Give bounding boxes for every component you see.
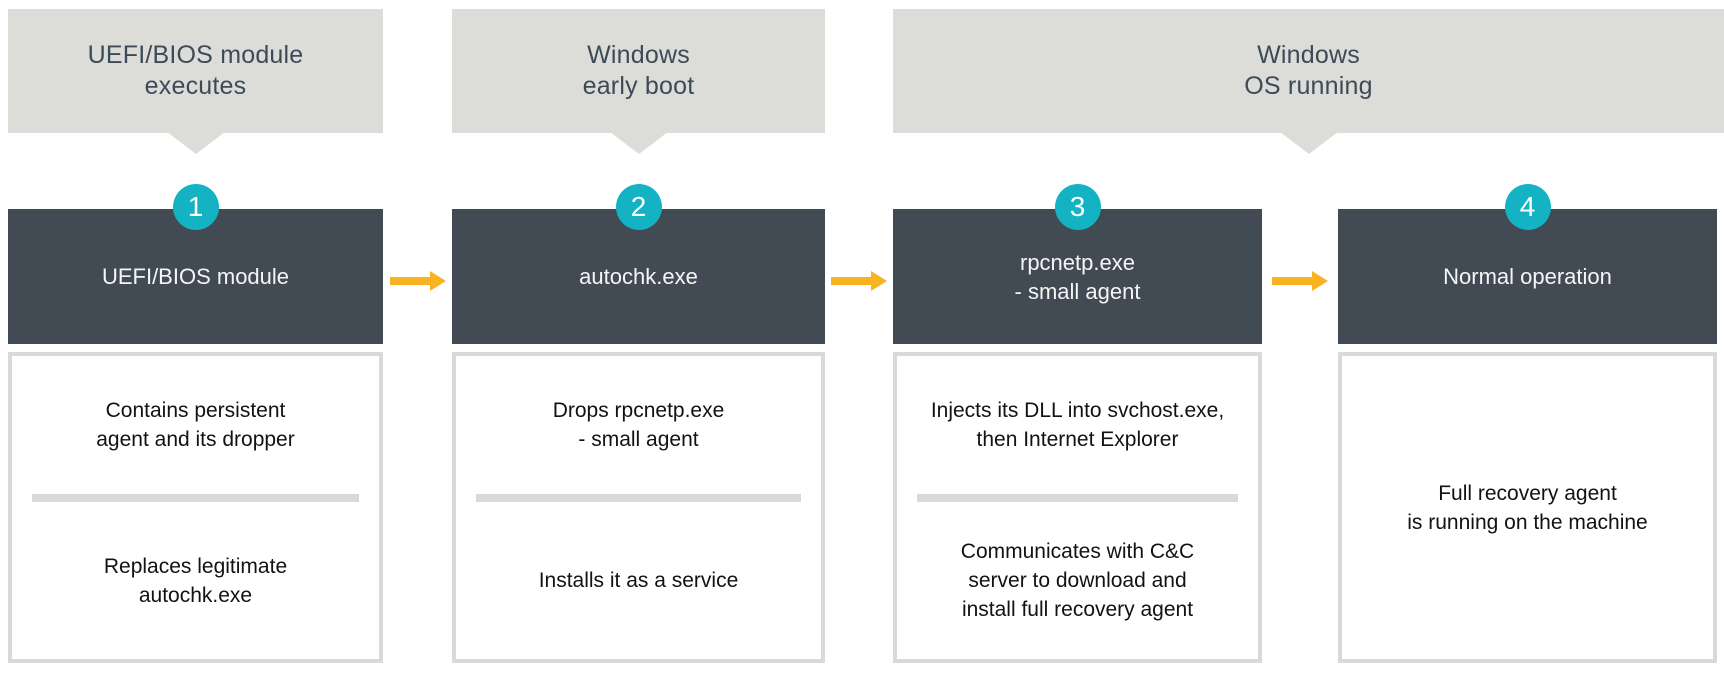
- banner-pointer-icon: [166, 132, 225, 154]
- step-detail-card: Drops rpcnetp.exe - small agent Installs…: [452, 352, 825, 663]
- step-number-badge: 2: [615, 184, 662, 230]
- step-number-badge: 4: [1504, 184, 1551, 230]
- step-detail-bottom-text: Communicates with C&C server to download…: [960, 540, 1195, 621]
- arrow-head-icon: [430, 271, 446, 291]
- step-number-badge: 1: [172, 184, 219, 230]
- step-number-badge: 3: [1054, 184, 1101, 230]
- phase-banner-label: Windows OS running: [1244, 41, 1373, 100]
- arrow-head-icon: [871, 271, 887, 291]
- section-divider: [32, 494, 359, 502]
- step-column-uefi-bios-module: 1 UEFI/BIOS module Contains persistent a…: [8, 184, 383, 663]
- step-header: rpcnetp.exe - small agent: [893, 209, 1262, 344]
- step-detail-bottom-section: Communicates with C&C server to download…: [897, 502, 1258, 659]
- step-detail-bottom-text: Replaces legitimate autochk.exe: [103, 554, 288, 607]
- section-divider: [917, 494, 1238, 502]
- step-title: autochk.exe: [579, 264, 698, 289]
- flow-arrow-icon: [831, 271, 887, 291]
- phase-banner-label: Windows early boot: [582, 41, 695, 100]
- step-detail-card: Injects its DLL into svchost.exe, then I…: [893, 352, 1262, 663]
- step-detail-text: Full recovery agent is running on the ma…: [1407, 481, 1648, 534]
- step-detail-top-text: Drops rpcnetp.exe - small agent: [552, 399, 725, 451]
- step-detail-bottom-section: Installs it as a service: [456, 502, 821, 659]
- arrow-shaft: [831, 277, 871, 285]
- arrow-shaft: [1272, 277, 1312, 285]
- step-column-autochk: 2 autochk.exe Drops rpcnetp.exe - small …: [452, 184, 825, 663]
- step-detail-top-text: Contains persistent agent and its droppe…: [96, 399, 295, 451]
- phase-banner-windows-early-boot: Windows early boot: [452, 9, 825, 154]
- step-detail-card: Contains persistent agent and its droppe…: [8, 352, 383, 663]
- phase-banner-uefi-bios-executes: UEFI/BIOS module executes: [8, 9, 383, 154]
- step-detail-bottom-text: Installs it as a service: [538, 569, 739, 592]
- step-header: autochk.exe: [452, 209, 825, 344]
- arrow-shaft: [390, 277, 430, 285]
- step-detail-top-text: Injects its DLL into svchost.exe, then I…: [930, 399, 1225, 451]
- step-title: Normal operation: [1443, 264, 1612, 289]
- step-header: Normal operation: [1338, 209, 1717, 344]
- flow-arrow-icon: [1272, 271, 1328, 291]
- phase-banner-label: UEFI/BIOS module executes: [87, 41, 304, 100]
- step-title: rpcnetp.exe - small agent: [1014, 249, 1141, 304]
- step-detail-section: Full recovery agent is running on the ma…: [1342, 356, 1713, 659]
- section-divider: [476, 494, 801, 502]
- banner-pointer-icon: [609, 132, 668, 154]
- phase-banner-windows-os-running: Windows OS running: [893, 9, 1724, 154]
- step-detail-card: Full recovery agent is running on the ma…: [1338, 352, 1717, 663]
- step-detail-bottom-section: Replaces legitimate autochk.exe: [12, 502, 379, 659]
- step-column-rpcnetp: 3 rpcnetp.exe - small agent Injects its …: [893, 184, 1262, 663]
- step-detail-top-section: Injects its DLL into svchost.exe, then I…: [897, 356, 1258, 494]
- banner-pointer-icon: [1279, 132, 1338, 154]
- step-column-normal-operation: 4 Normal operation Full recovery agent i…: [1338, 184, 1717, 663]
- step-detail-top-section: Contains persistent agent and its droppe…: [12, 356, 379, 494]
- step-header: UEFI/BIOS module: [8, 209, 383, 344]
- step-detail-top-section: Drops rpcnetp.exe - small agent: [456, 356, 821, 494]
- arrow-head-icon: [1312, 271, 1328, 291]
- step-title: UEFI/BIOS module: [101, 264, 290, 289]
- flow-arrow-icon: [390, 271, 446, 291]
